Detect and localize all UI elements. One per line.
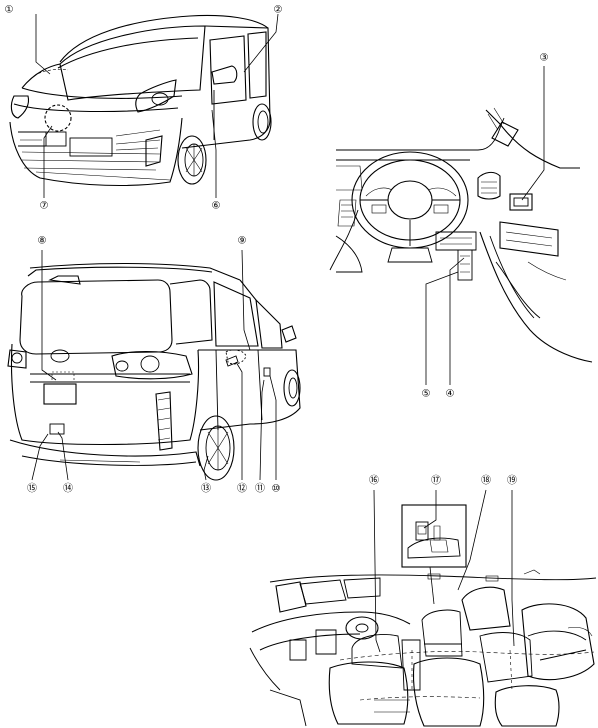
callout-17: ⑰ xyxy=(431,475,441,487)
callout-1: ① xyxy=(5,5,14,16)
callout-label: ③ xyxy=(540,53,549,64)
callout-label: ⑮ xyxy=(27,483,37,495)
callout-7: ⑦ xyxy=(40,201,49,212)
callout-label: ⑫ xyxy=(237,483,247,495)
callout-16: ⑯ xyxy=(369,475,379,487)
callout-label: ② xyxy=(274,5,283,16)
callout-label: ⑥ xyxy=(212,201,221,212)
callout-15: ⑮ xyxy=(27,483,37,495)
callout-2: ② xyxy=(274,5,283,16)
callout-19: ⑲ xyxy=(507,475,517,487)
callout-18: ⑱ xyxy=(481,475,491,487)
callout-label: ⑰ xyxy=(431,475,441,487)
callout-3: ③ xyxy=(540,53,549,64)
callout-6: ⑥ xyxy=(212,201,221,212)
callout-11: ⑪ xyxy=(255,483,265,495)
callout-label: ① xyxy=(5,5,14,16)
interior-view-drawing xyxy=(249,504,597,727)
callout-8: ⑧ xyxy=(38,236,47,247)
callout-label: ⑬ xyxy=(201,483,211,495)
callout-label: ⑤ xyxy=(422,389,431,400)
callout-label: ⑭ xyxy=(63,483,73,495)
callout-label: ⑱ xyxy=(481,475,491,487)
callout-label: ⑩ xyxy=(272,484,281,495)
callout-9: ⑨ xyxy=(238,236,247,247)
callout-12: ⑫ xyxy=(237,483,247,495)
callout-5: ⑤ xyxy=(422,389,431,400)
callout-label: ④ xyxy=(446,389,455,400)
callout-label: ⑨ xyxy=(238,236,247,247)
front-view-van-drawing xyxy=(9,14,272,187)
callout-label: ⑪ xyxy=(255,483,265,495)
callout-label: ⑧ xyxy=(38,236,47,247)
callout-label: ⑲ xyxy=(507,475,517,487)
callout-10: ⑩ xyxy=(272,484,281,495)
callout-4: ④ xyxy=(446,389,455,400)
callout-label: ⑦ xyxy=(40,201,49,212)
dashboard-view-drawing xyxy=(329,107,593,363)
callout-13: ⑬ xyxy=(201,483,211,495)
rear-view-van-drawing xyxy=(7,262,301,481)
callout-label: ⑯ xyxy=(369,475,379,487)
leader-lines xyxy=(31,13,545,653)
callout-14: ⑭ xyxy=(63,483,73,495)
